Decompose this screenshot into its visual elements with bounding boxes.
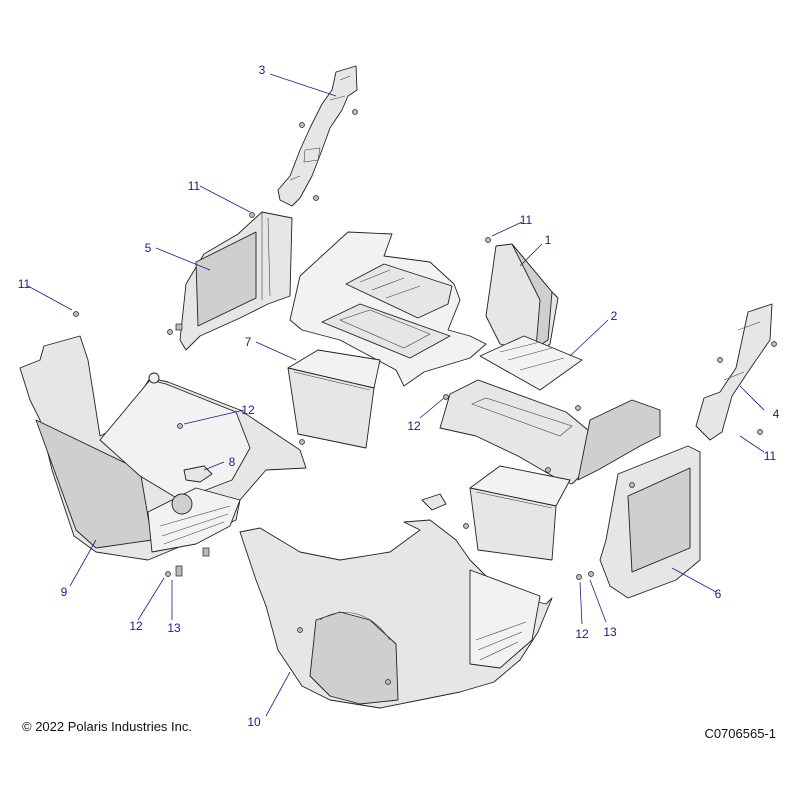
- callout-11b: 11: [188, 179, 201, 193]
- callout-4: 4: [773, 407, 780, 421]
- callout-1: 1: [545, 233, 552, 247]
- callout-7: 7: [245, 335, 252, 349]
- callout-6: 6: [715, 587, 722, 601]
- part-3-upper-panel: [277, 65, 358, 207]
- part-9-left-floor-tub: [19, 335, 307, 561]
- drawing-number: C0706565-1: [704, 726, 776, 741]
- callout-9: 9: [61, 585, 68, 599]
- leader-lines: [27, 73, 765, 717]
- callout-12b: 12: [407, 419, 421, 433]
- callout-11c: 11: [520, 213, 533, 227]
- part-7-storage-bin-right: [469, 465, 571, 561]
- part-1-floor-panel: [289, 231, 559, 387]
- part-8-cover-right: [421, 493, 447, 511]
- callout-12d: 12: [575, 627, 589, 641]
- copyright-notice: © 2022 Polaris Industries Inc.: [22, 719, 192, 734]
- callout-12c: 12: [129, 619, 143, 633]
- part-7-storage-bin-left: [287, 349, 381, 449]
- callout-13b: 13: [603, 625, 617, 639]
- part-5-left-side-panel: [167, 211, 293, 351]
- fasteners: [73, 212, 763, 580]
- callout-5: 5: [145, 241, 152, 255]
- callout-12a: 12: [241, 403, 255, 417]
- callout-3: 3: [259, 63, 266, 77]
- callout-11d: 11: [764, 449, 777, 463]
- part-4-right-upper-panel: [695, 303, 777, 441]
- callout-13a: 13: [167, 621, 181, 635]
- callout-10: 10: [247, 715, 261, 729]
- part-6-right-side-panel: [588, 445, 701, 599]
- part-2-floor-panel: [439, 335, 661, 485]
- callout-labels: 1 2 3 4 5 6 7 8 9 10 11 11 11 11 12 12 1…: [18, 63, 780, 729]
- part-10-center-floor-tub: [239, 519, 553, 709]
- callout-2: 2: [611, 309, 618, 323]
- callout-11a: 11: [18, 277, 31, 291]
- callout-8: 8: [229, 455, 236, 469]
